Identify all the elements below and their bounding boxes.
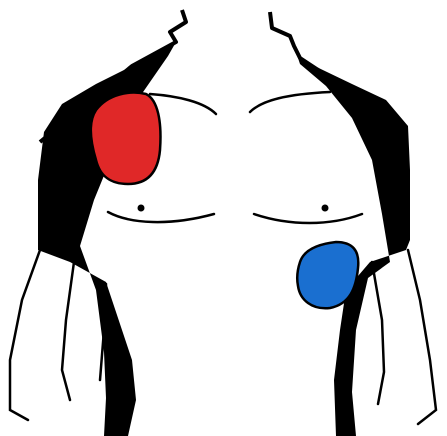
pad-blue	[297, 242, 358, 308]
left-nipple	[138, 205, 145, 212]
pad-red	[91, 93, 161, 184]
right-nipple	[322, 205, 329, 212]
